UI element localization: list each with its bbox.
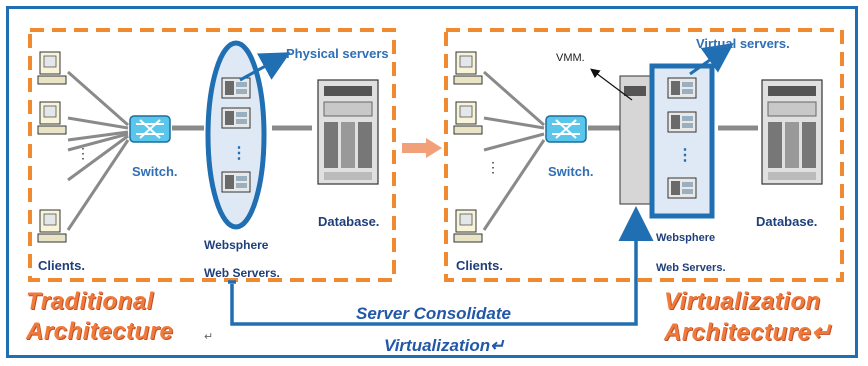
virtualization-label: Virtualization↵ bbox=[384, 336, 505, 355]
switch-icon bbox=[545, 115, 587, 143]
database-icon bbox=[317, 79, 379, 185]
client-connection-arrows bbox=[482, 70, 546, 231]
web-servers-label-left: Web Servers. bbox=[204, 266, 280, 280]
switch-label-left: Switch. bbox=[132, 164, 178, 179]
transition-arrow-head bbox=[426, 138, 442, 158]
ellipsis-dots: ⋮ bbox=[76, 145, 90, 161]
web-server-icon bbox=[221, 107, 251, 129]
physical-servers-label: Physical servers bbox=[286, 46, 389, 61]
client-pc-icon bbox=[453, 101, 483, 135]
server-ellipsis: ⋮ bbox=[677, 147, 693, 164]
websphere-label-left: Websphere bbox=[204, 238, 269, 252]
ellipsis-dots: ⋮ bbox=[486, 159, 500, 175]
consolidation-arrow bbox=[230, 206, 654, 326]
switch-icon bbox=[129, 115, 171, 143]
client-pc-icon bbox=[37, 51, 67, 85]
client-pc-icon bbox=[37, 101, 67, 135]
client-connection-arrows bbox=[66, 70, 130, 231]
virtual-server-icon bbox=[667, 77, 697, 99]
virtual-servers-pointer bbox=[689, 43, 734, 76]
vmm-label: VMM. bbox=[556, 52, 585, 64]
physical-servers-pointer bbox=[239, 52, 291, 82]
host-server-tower bbox=[619, 75, 651, 205]
web-servers-label-right: Web Servers. bbox=[656, 262, 726, 274]
clients-label-left: Clients. bbox=[38, 258, 85, 273]
clients-label-right: Clients. bbox=[456, 258, 503, 273]
database-label-left: Database. bbox=[318, 214, 380, 229]
virtualization-title-line1: Virtualization bbox=[664, 288, 821, 315]
paragraph-mark: ↵ bbox=[204, 331, 214, 343]
client-pc-icon bbox=[453, 209, 483, 243]
virtualization-title-line2: Architecture↵ bbox=[664, 319, 832, 346]
web-server-icon bbox=[221, 171, 251, 193]
client-pc-icon bbox=[37, 209, 67, 243]
web-server-icon bbox=[221, 77, 251, 99]
outer-frame bbox=[6, 6, 858, 358]
traditional-title-line1: Traditional bbox=[26, 288, 154, 315]
traditional-dashed-box bbox=[28, 28, 396, 282]
vmm-pointer bbox=[590, 68, 633, 101]
server-consolidate-label: Server Consolidate bbox=[356, 304, 511, 323]
virtual-server-icon bbox=[667, 177, 697, 199]
virtual-servers-label: Virtual servers. bbox=[696, 36, 790, 51]
websphere-label-right: Websphere bbox=[656, 232, 716, 244]
virtualization-dashed-box bbox=[444, 28, 844, 282]
database-label-right: Database. bbox=[756, 214, 818, 229]
client-pc-icon bbox=[453, 51, 483, 85]
virtual-server-icon bbox=[667, 111, 697, 133]
server-ellipsis: ⋮ bbox=[231, 145, 247, 162]
traditional-title-line2: Architecture bbox=[26, 318, 174, 345]
switch-label-right: Switch. bbox=[548, 164, 594, 179]
database-icon bbox=[761, 79, 823, 185]
